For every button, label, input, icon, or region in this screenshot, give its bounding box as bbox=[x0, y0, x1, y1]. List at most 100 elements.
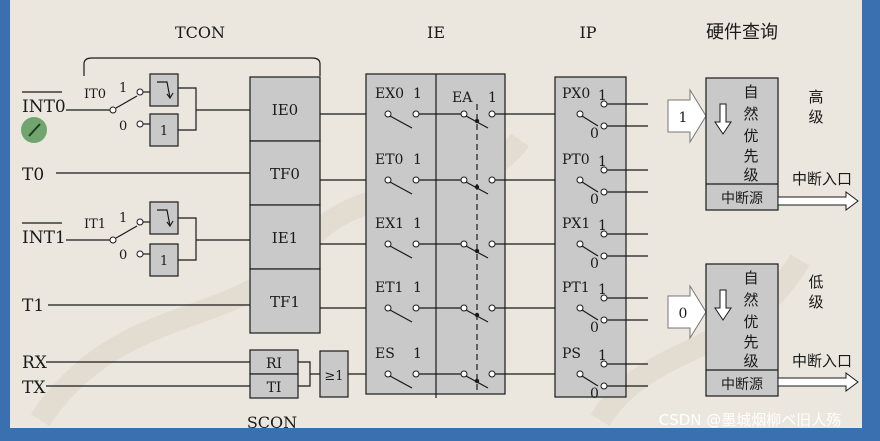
switch-contact-1 bbox=[600, 100, 608, 108]
ea-gang-dot bbox=[474, 378, 480, 384]
ea-gang-dot bbox=[474, 118, 480, 124]
switch-blade bbox=[389, 245, 413, 259]
switch-contact bbox=[488, 240, 496, 248]
switch-contact-0 bbox=[600, 252, 608, 260]
low-priority-block: 0 自 然 优 先 级 中断源 bbox=[667, 263, 779, 397]
switch-blade bbox=[389, 375, 413, 389]
label-int0: INT0 bbox=[22, 97, 66, 117]
label-high: 高 bbox=[808, 88, 823, 106]
svg-text:中断源: 中断源 bbox=[721, 377, 763, 393]
svg-text:然: 然 bbox=[743, 291, 758, 309]
svg-text:1: 1 bbox=[488, 90, 497, 106]
ip-pos1: 1 bbox=[598, 282, 607, 298]
ip-register bbox=[554, 76, 627, 398]
flag-ri: RI bbox=[266, 356, 282, 372]
title-scon: SCON bbox=[247, 413, 297, 432]
svg-text:1: 1 bbox=[119, 211, 127, 226]
svg-text:然: 然 bbox=[743, 105, 758, 123]
svg-text:级: 级 bbox=[743, 166, 758, 184]
switch-contact bbox=[460, 176, 468, 184]
svg-text:优: 优 bbox=[743, 127, 758, 145]
ip-pos0: 0 bbox=[590, 256, 599, 272]
switch-contact-1 bbox=[600, 360, 608, 368]
switch-contact bbox=[488, 370, 496, 378]
switch-contact bbox=[576, 176, 584, 184]
svg-text:中断源: 中断源 bbox=[721, 191, 763, 207]
switch-contact bbox=[460, 370, 468, 378]
switch-blade bbox=[581, 115, 599, 127]
arrow-down-icon bbox=[714, 289, 732, 321]
label-t1: T1 bbox=[22, 296, 44, 316]
flag-ie1: IE1 bbox=[272, 229, 298, 247]
ie-bit-value: 1 bbox=[413, 152, 422, 168]
svg-text:级: 级 bbox=[808, 293, 823, 311]
label-tx: TX bbox=[22, 378, 46, 398]
ie-bit-value: 1 bbox=[413, 346, 422, 362]
svg-text:自: 自 bbox=[743, 83, 758, 101]
tcon-brace bbox=[83, 57, 321, 76]
switch-contact bbox=[460, 110, 468, 118]
ie-bit-value: 1 bbox=[413, 216, 422, 232]
ip-bit-label: PX0 bbox=[562, 86, 590, 102]
switch-contact bbox=[412, 110, 420, 118]
svg-text:级: 级 bbox=[808, 108, 823, 126]
title-tcon: TCON bbox=[175, 23, 225, 42]
ip-pos1: 1 bbox=[598, 218, 607, 234]
title-hardware-query: 硬件查询 bbox=[706, 22, 778, 43]
it1-label: IT1 bbox=[84, 217, 106, 232]
tcon-flags: IE0 TF0 IE1 TF1 bbox=[249, 76, 321, 334]
switch-contact bbox=[384, 240, 392, 248]
switch-contact bbox=[412, 176, 420, 184]
svg-text:优: 优 bbox=[743, 313, 758, 331]
switch-contact-1 bbox=[600, 230, 608, 238]
switch-blade bbox=[389, 181, 413, 195]
flag-tf1: TF1 bbox=[270, 293, 300, 311]
switch-contact-0 bbox=[600, 122, 608, 130]
switch-contact bbox=[384, 304, 392, 312]
edge-trigger-block-int1 bbox=[149, 201, 179, 235]
arrow-right-icon bbox=[667, 284, 707, 340]
ie-bit-value: 1 bbox=[413, 86, 422, 102]
switch-contact bbox=[576, 370, 584, 378]
switch-blade bbox=[581, 375, 599, 387]
ip-pos1: 1 bbox=[598, 348, 607, 364]
it0-label: IT0 bbox=[84, 87, 106, 102]
switch-contact bbox=[488, 110, 496, 118]
ip-pos0: 0 bbox=[590, 386, 599, 402]
svg-text:1: 1 bbox=[679, 110, 688, 126]
switch-blade bbox=[581, 181, 599, 193]
ea-gang-dot bbox=[474, 248, 480, 254]
svg-text:1: 1 bbox=[119, 81, 127, 96]
ip-bit-label: PT1 bbox=[562, 280, 590, 296]
high-priority-block: 1 自 然 优 先 级 中断源 bbox=[667, 77, 779, 211]
title-ip: IP bbox=[579, 23, 596, 42]
label-rx: RX bbox=[22, 353, 48, 373]
switch-blade bbox=[581, 245, 599, 257]
switch-contact bbox=[576, 304, 584, 312]
ip-pos1: 1 bbox=[598, 154, 607, 170]
ie-bit-label: ET0 bbox=[375, 152, 403, 168]
level-trigger-block-int1 bbox=[149, 243, 179, 277]
svg-text:自: 自 bbox=[743, 269, 758, 287]
switch-contact-0 bbox=[600, 382, 608, 390]
label-interrupt-entry-high: 中断入口 bbox=[792, 170, 852, 188]
svg-text:先: 先 bbox=[743, 333, 758, 351]
switch-contact bbox=[412, 304, 420, 312]
ip-pos0: 0 bbox=[590, 192, 599, 208]
ie-bit-label: ES bbox=[375, 346, 395, 362]
svg-text:0: 0 bbox=[119, 119, 127, 134]
arrow-down-icon bbox=[714, 103, 732, 135]
switch-contact bbox=[384, 110, 392, 118]
switch-contact-0 bbox=[600, 188, 608, 196]
svg-text:级: 级 bbox=[743, 352, 758, 370]
output-arrow-high-icon bbox=[777, 191, 859, 211]
watermark: CSDN @墨城烟柳ベ旧人殇 bbox=[659, 411, 842, 429]
ip-bit-label: PX1 bbox=[562, 216, 590, 232]
ie-bit-label: EX1 bbox=[375, 216, 404, 232]
